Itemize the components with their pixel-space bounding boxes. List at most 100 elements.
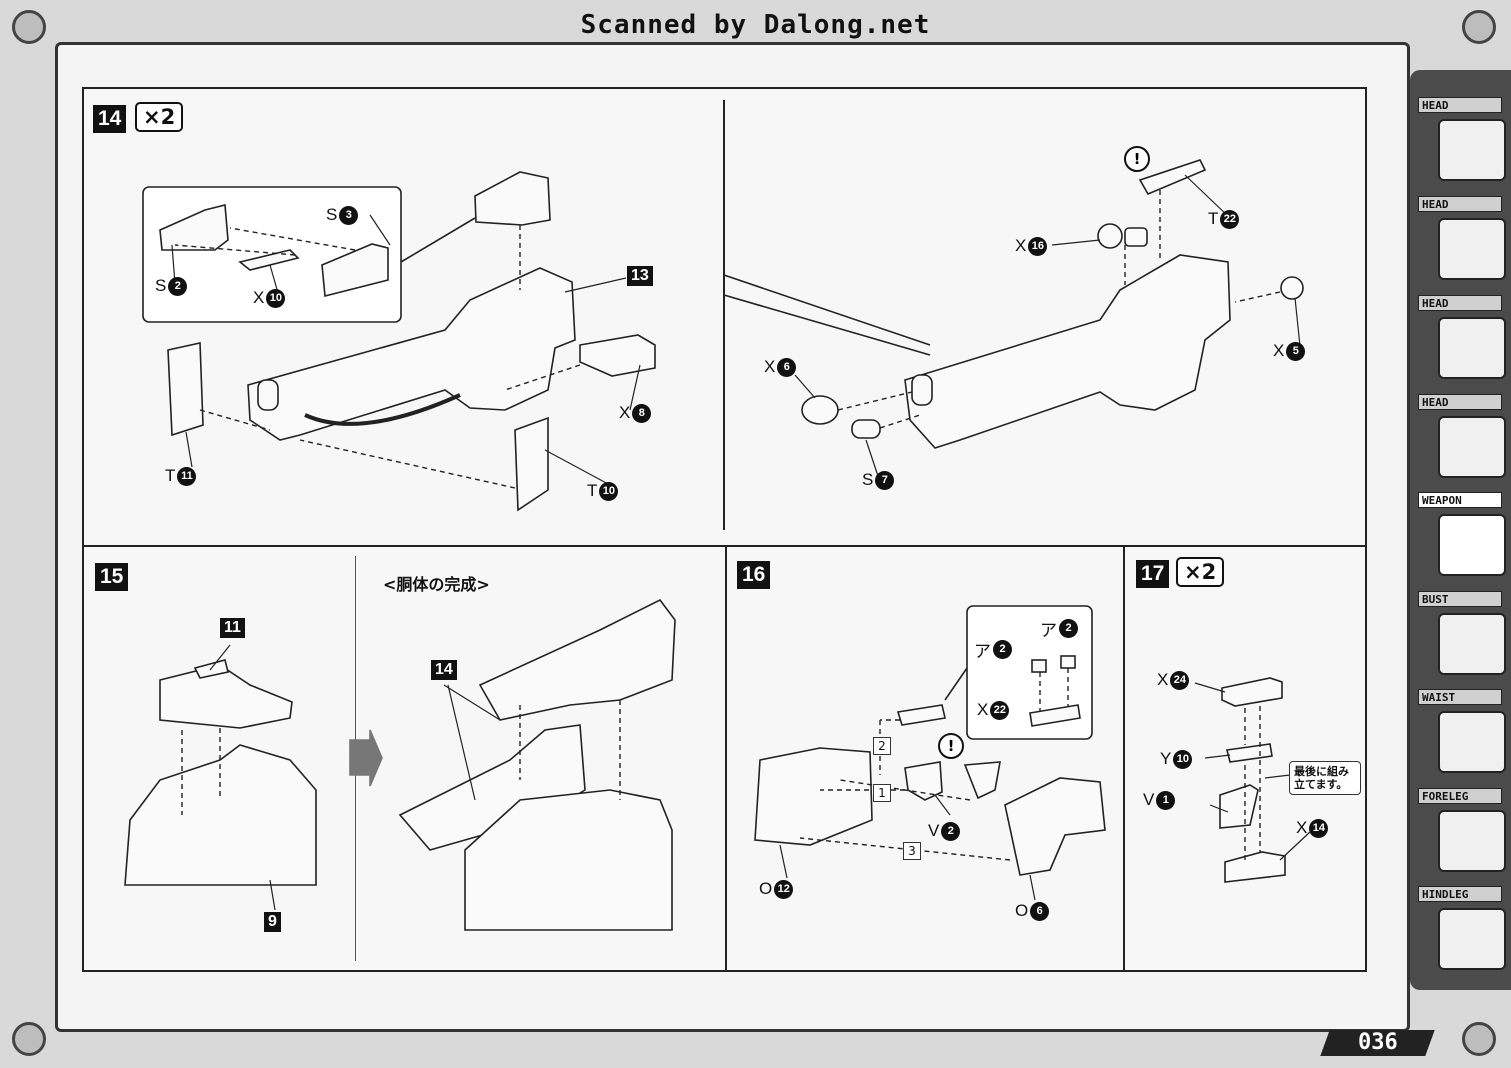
- sequence-mark: 3: [903, 842, 921, 860]
- part-letter: T: [165, 466, 176, 485]
- part-number: 8: [632, 403, 652, 423]
- part-letter: X: [1296, 818, 1308, 837]
- part-number: 10: [599, 481, 619, 501]
- part-letter: X: [253, 288, 265, 307]
- sidebar-tab-hindleg[interactable]: HINDLEG: [1418, 886, 1506, 974]
- part-letter: X: [1157, 670, 1169, 689]
- sidebar-tab-label: BUST: [1418, 591, 1502, 607]
- part-letter: S: [326, 205, 338, 224]
- part-label: 9: [264, 912, 281, 932]
- sidebar-tab-label: HEAD: [1418, 196, 1502, 212]
- part-number: 5: [1286, 341, 1306, 361]
- scan-credit: Scanned by Dalong.net: [580, 10, 931, 40]
- head-icon: [1438, 218, 1506, 280]
- part-letter: ア: [1040, 621, 1057, 640]
- sidebar-tab-foreleg[interactable]: FORELEG: [1418, 788, 1506, 876]
- waist-icon: [1438, 711, 1506, 773]
- sidebar-tab-label: HINDLEG: [1418, 886, 1502, 902]
- sidebar-tab-waist[interactable]: WAIST: [1418, 689, 1506, 777]
- foreleg-icon: [1438, 810, 1506, 872]
- corner-bolt-icon: [1462, 1022, 1496, 1056]
- sidebar-tab-head-4[interactable]: HEAD: [1418, 394, 1506, 482]
- assembly-note: 最後に組み立てます。: [1289, 761, 1361, 795]
- part-letter: V: [928, 821, 940, 840]
- head-icon: [1438, 119, 1506, 181]
- part-letter: X: [1273, 341, 1285, 360]
- part-number: 2: [941, 821, 961, 841]
- part-letter: X: [977, 700, 989, 719]
- page-number-badge: 036: [1320, 1030, 1435, 1056]
- sidebar-tab-label: HEAD: [1418, 394, 1502, 410]
- part-label: 11: [220, 618, 245, 638]
- sidebar-tab-label: WAIST: [1418, 689, 1502, 705]
- step-16-number: 16: [737, 561, 771, 589]
- completion-title: <胴体の完成>: [383, 575, 490, 594]
- sidebar-tab-head-1[interactable]: HEAD: [1418, 97, 1506, 185]
- panel-divider: [725, 546, 727, 971]
- step-17-multiplier: ×2: [1176, 557, 1225, 587]
- part-letter: T: [1208, 209, 1219, 228]
- part-number: 6: [1030, 901, 1050, 921]
- page-number: 036: [1357, 1030, 1398, 1055]
- part-letter: V: [1143, 790, 1155, 809]
- part-number: 12: [774, 879, 794, 899]
- part-number: 16: [1028, 236, 1048, 256]
- corner-bolt-icon: [1462, 10, 1496, 44]
- part-label: 14: [431, 660, 457, 680]
- subassembly-number: 13: [627, 266, 653, 286]
- part-letter: X: [1015, 236, 1027, 255]
- part-letter: X: [764, 357, 776, 376]
- part-number: 22: [1220, 209, 1240, 229]
- sidebar-tab-weapon[interactable]: WEAPON: [1418, 492, 1506, 580]
- part-letter: ア: [974, 642, 991, 661]
- part-number: 14: [1309, 818, 1329, 838]
- sidebar-tab-label: HEAD: [1418, 295, 1502, 311]
- sidebar-tab-head-3[interactable]: HEAD: [1418, 295, 1506, 383]
- part-number: 2: [168, 276, 188, 296]
- part-label: 13: [627, 266, 653, 286]
- panel-divider: [82, 545, 1367, 547]
- part-number: 6: [777, 357, 797, 377]
- warning-icon: !: [938, 733, 964, 759]
- warning-icon: !: [1124, 146, 1150, 172]
- panel-divider: [1123, 546, 1125, 971]
- part-letter: S: [862, 470, 874, 489]
- subassembly-number: 9: [264, 912, 281, 932]
- part-number: 3: [339, 205, 359, 225]
- head-icon: [1438, 416, 1506, 478]
- sidebar-tab-label: WEAPON: [1418, 492, 1502, 508]
- step-15-number: 15: [95, 563, 129, 591]
- part-letter: T: [587, 481, 598, 500]
- sidebar-tab-bust[interactable]: BUST: [1418, 591, 1506, 679]
- part-number: 11: [177, 466, 197, 486]
- sidebar-tab-head-2[interactable]: HEAD: [1418, 196, 1506, 284]
- step-14-number: 14: [93, 105, 127, 133]
- part-number: 22: [990, 700, 1010, 720]
- part-letter: S: [155, 276, 167, 295]
- panel-divider: [723, 100, 725, 530]
- part-letter: Y: [1160, 749, 1172, 768]
- corner-bolt-icon: [12, 10, 46, 44]
- part-number: 7: [875, 470, 895, 490]
- corner-bolt-icon: [12, 1022, 46, 1056]
